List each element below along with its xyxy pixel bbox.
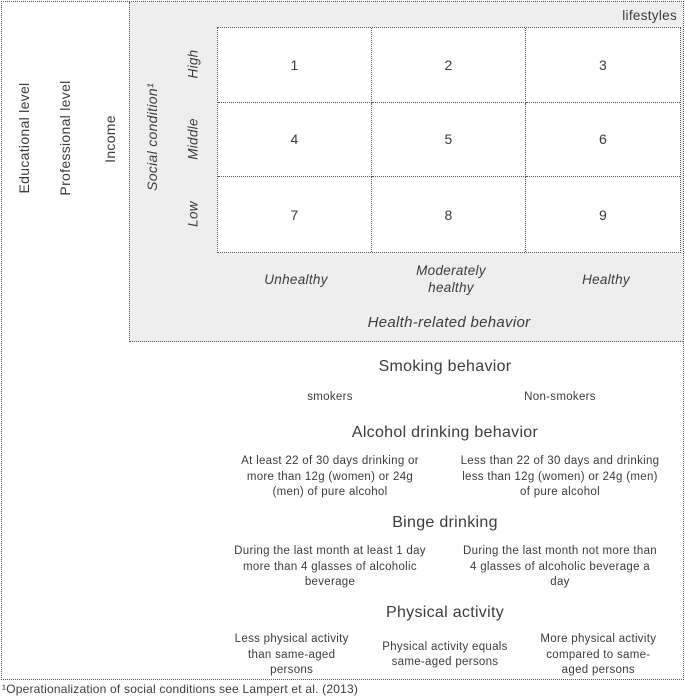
matrix-cell-5: 5 <box>372 102 526 178</box>
label-income: Income <box>102 115 118 163</box>
binge-option-no: During the last month not more than 4 gl… <box>463 545 657 588</box>
alcohol-option-non-drinkers: Less than 22 of 30 days and drinking les… <box>460 455 660 498</box>
section-title-smoking-behavior: Smoking behavior <box>378 358 512 375</box>
column-label-healthy: Healthy <box>582 271 630 287</box>
footnote-operationalization: ¹Operationalization of social conditions… <box>2 682 359 696</box>
matrix-cell-6: 6 <box>526 103 680 178</box>
y-axis-label-social-condition: Social condition¹ <box>144 83 160 191</box>
matrix-grid: 1 2 3 4 5 6 7 8 9 <box>217 27 681 253</box>
matrix-cell-7: 7 <box>218 177 372 252</box>
section-title-alcohol-drinking-behavior: Alcohol drinking behavior <box>351 424 539 441</box>
physical-option-less: Less physical activity than same-aged pe… <box>234 633 349 676</box>
matrix-cell-4: 4 <box>218 102 372 178</box>
alcohol-option-drinkers: At least 22 of 30 days drinking or more … <box>241 455 419 498</box>
physical-option-equal: Physical activity equals same-aged perso… <box>382 640 508 669</box>
corner-label-lifestyles: lifestyles <box>622 8 677 23</box>
label-professional-level: Professional level <box>57 80 73 196</box>
smoking-options-row: smokers Non-smokers <box>215 390 675 406</box>
matrix-cell-1: 1 <box>218 28 372 103</box>
binge-options-row: During the last month at least 1 day mor… <box>215 544 675 591</box>
matrix-cell-9: 9 <box>598 206 608 223</box>
figure-border <box>1 1 684 680</box>
label-educational-level: Educational level <box>16 82 32 194</box>
column-label-unhealthy: Unhealthy <box>264 271 328 287</box>
row-label-low: Low <box>185 201 201 227</box>
physical-option-more: More physical activity compared to same-… <box>540 633 657 676</box>
matrix-cell-8: 8 <box>372 177 526 252</box>
row-label-middle: Middle <box>185 118 201 160</box>
section-title-physical-activity: Physical activity <box>385 604 505 621</box>
binge-option-yes: During the last month at least 1 day mor… <box>234 545 426 588</box>
matrix-cell-3: 3 <box>526 28 680 103</box>
x-axis-label-health-related-behavior: Health-related behavior <box>367 314 531 331</box>
section-title-binge-drinking: Binge drinking <box>392 514 498 531</box>
smoking-option-non-smokers: Non-smokers <box>524 391 596 403</box>
alcohol-options-row: At least 22 of 30 days drinking or more … <box>215 454 675 501</box>
physical-activity-options-row: Less physical activity than same-aged pe… <box>215 632 675 679</box>
row-label-high: High <box>185 49 201 79</box>
smoking-option-smokers: smokers <box>307 391 353 403</box>
column-label-moderately-healthy: Moderately healthy <box>416 263 486 295</box>
matrix-cell-2: 2 <box>372 28 526 103</box>
